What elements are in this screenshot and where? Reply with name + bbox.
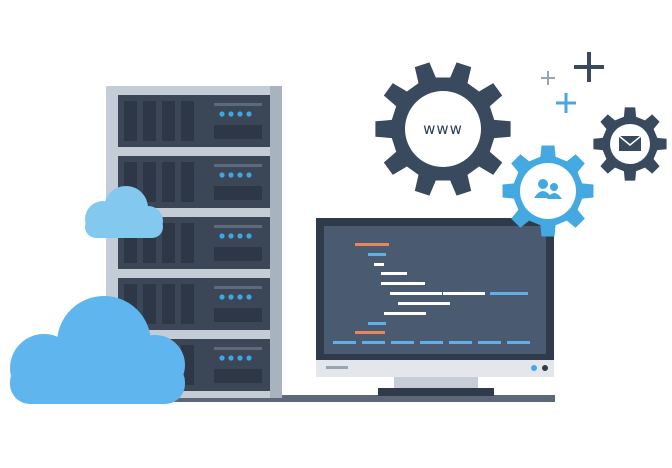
server-led [237, 355, 243, 361]
gear-www-label: www [423, 120, 463, 138]
code-line [355, 243, 389, 246]
server-led [219, 355, 225, 361]
gear-www-center [405, 91, 481, 167]
code-line [390, 292, 442, 295]
server-bay [162, 284, 175, 324]
plus-icon-large [574, 52, 604, 82]
server-led [219, 111, 225, 117]
small-cloud-icon [85, 186, 163, 238]
server-bay [181, 223, 194, 263]
server-led [246, 111, 252, 117]
server-vent [214, 103, 262, 106]
server-led [228, 111, 234, 117]
users-icon [534, 179, 562, 199]
code-line [398, 302, 450, 305]
server-bay [181, 162, 194, 202]
code-line [381, 282, 425, 285]
server-vent [214, 286, 262, 289]
server-led [228, 294, 234, 300]
server-led [237, 172, 243, 178]
server-led [228, 172, 234, 178]
server-bay [143, 284, 156, 324]
code-line [381, 272, 407, 275]
plus-icon-medium [556, 93, 576, 113]
code-line [355, 331, 385, 334]
code-line [507, 341, 530, 344]
code-line [362, 341, 385, 344]
code-line [449, 341, 472, 344]
code-line [490, 292, 528, 295]
server-vent [214, 225, 262, 228]
server-led [237, 294, 243, 300]
server-bay [181, 345, 194, 385]
monitor-led [531, 365, 537, 371]
code-line [374, 263, 384, 266]
code-line [478, 341, 501, 344]
code-line [420, 341, 443, 344]
server-led [246, 172, 252, 178]
server-bay [181, 284, 194, 324]
server-led [246, 355, 252, 361]
server-bay [162, 223, 175, 263]
gear-users-icon [502, 145, 594, 237]
code-line [368, 253, 386, 256]
server-led [237, 111, 243, 117]
server-led [219, 294, 225, 300]
server-led [246, 233, 252, 239]
server-bay [162, 101, 175, 141]
server-vent [214, 164, 262, 167]
server-bay [162, 162, 175, 202]
plus-icon-small [541, 71, 555, 85]
server-led [219, 233, 225, 239]
server-frame-side [270, 86, 282, 398]
server-bay [143, 101, 156, 141]
server-drive [214, 186, 262, 200]
server-bay [124, 101, 137, 141]
server-unit [118, 95, 270, 147]
large-cloud-icon [10, 296, 185, 404]
server-led [228, 355, 234, 361]
server-led [246, 294, 252, 300]
monitor-power-button [542, 365, 548, 371]
code-line [384, 312, 426, 315]
server-drive [214, 308, 262, 322]
monitor-icon [316, 218, 554, 396]
server-led [237, 233, 243, 239]
code-line [391, 341, 414, 344]
server-bay [181, 101, 194, 141]
server-bay [143, 162, 156, 202]
server-drive [214, 125, 262, 139]
code-snippet [333, 243, 530, 344]
server-led [228, 233, 234, 239]
server-vent [214, 347, 262, 350]
server-led [219, 172, 225, 178]
code-line [333, 341, 356, 344]
server-drive [214, 247, 262, 261]
server-drive [214, 369, 262, 383]
monitor-stand [378, 388, 494, 396]
gear-users-center [520, 163, 576, 219]
monitor-chin-bar [326, 366, 348, 369]
floor-shadow [160, 395, 555, 402]
envelope-icon [618, 135, 642, 151]
gear-mail-icon [593, 107, 667, 181]
monitor-chin [316, 360, 554, 377]
code-line [368, 322, 386, 325]
code-line [443, 292, 485, 295]
gear-www-icon: www [375, 62, 511, 196]
monitor-neck [394, 377, 478, 388]
